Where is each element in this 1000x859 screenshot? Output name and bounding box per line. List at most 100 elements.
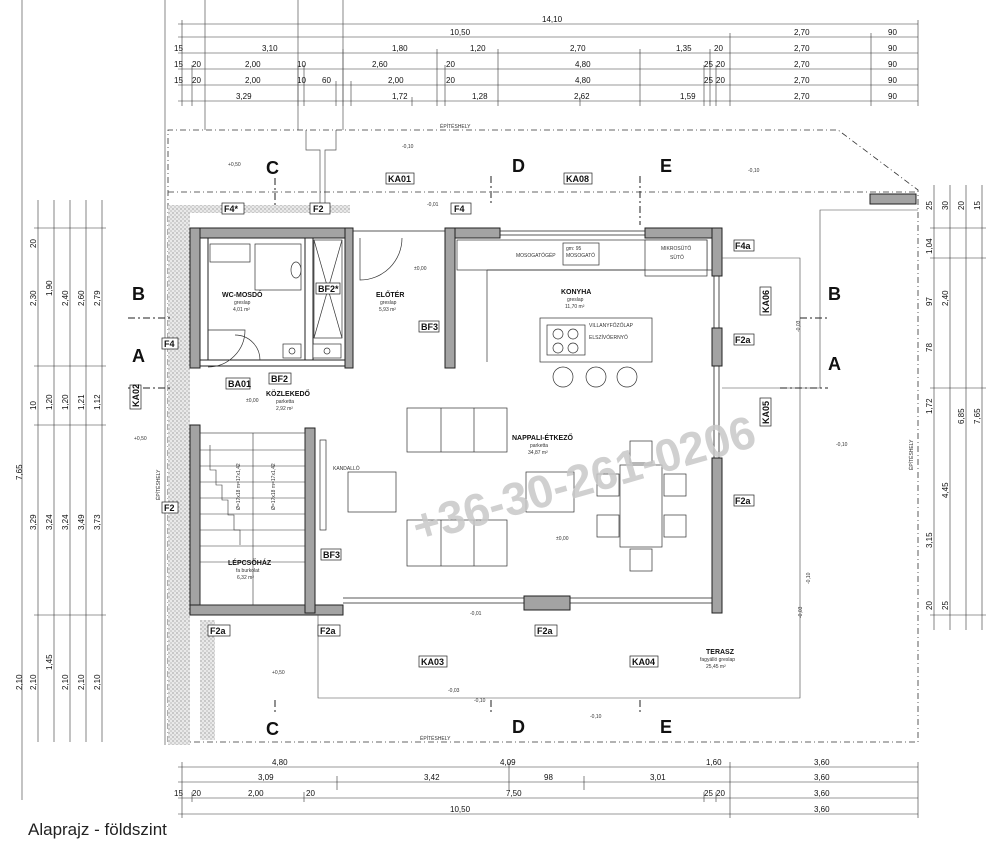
dim: 2,10 [29,674,38,690]
epitesi-hely-label: ÉPÍTÉSHELY [420,735,451,742]
glazing [343,230,720,604]
dim: 78 [925,343,934,352]
interior-walls [199,237,345,367]
tag-f2: F2 [313,204,324,214]
dim: 10 [29,401,38,410]
dim: 3,01 [650,773,666,782]
bottom-dimension-texts: 4,80 4,09 1,60 3,60 3,09 3,42 98 3,01 3,… [174,758,830,814]
room-kozlekedo-finish: parketta [276,399,294,405]
room-wc-name: WC-MOSDÓ [222,290,263,299]
section-e-bottom: E [660,717,672,737]
element-tags [129,172,772,668]
tag-f2a: F2a [210,626,227,636]
level-mark: -0,10 [806,572,812,584]
dim: 1,28 [472,92,488,101]
dim: 1,04 [925,238,934,254]
dim: 3,60 [814,758,830,767]
dim: 2,00 [248,789,264,798]
dim: 98 [544,773,553,782]
dim: 2,10 [77,674,86,690]
dim: 20 [716,60,725,69]
dim: 25 [925,201,934,210]
label-gm95: gm: 95 [566,246,582,252]
section-c-bottom: C [266,719,279,739]
label-mosogatogep: MOSOGATÓGÉP [516,252,556,259]
dim: 60 [322,76,331,85]
dim: 3,42 [424,773,440,782]
dim: 6,85 [957,408,966,424]
label-elszivo: ELSZÍVÓERNYŐ [589,334,628,341]
dim: 90 [888,76,897,85]
dim: 20 [29,239,38,248]
level-mark: ±0,00 [414,266,427,272]
label-kandallo: KANDALLÓ [333,465,360,472]
tag-ka01: KA01 [388,174,411,184]
room-terasz-name: TERASZ [706,649,735,656]
dim: 3,10 [262,44,278,53]
label-villanyfozo: VILLANYFŐZŐLAP [589,322,634,329]
dim: 20 [446,60,455,69]
dim: 3,24 [61,514,70,530]
dim: 1,72 [925,398,934,414]
room-labels: WC-MOSDÓ greslap 4,01 m² ELŐTÉR greslap … [222,289,735,670]
dim: 3,15 [925,532,934,548]
section-d-top: D [512,156,525,176]
room-nappali-area: 34,87 m² [528,450,548,456]
dim-total: 14,10 [542,15,563,24]
dim: 1,60 [706,758,722,767]
tag-f2a: F2a [735,496,752,506]
tag-bf3: BF3 [323,550,340,560]
dim: 3,60 [814,773,830,782]
dim: 1,20 [45,394,54,410]
dim: 4,09 [500,758,516,767]
dim: 15 [174,60,183,69]
dim: 15 [174,789,183,798]
dim: 1,72 [392,92,408,101]
right-dimension-texts: 25 30 20 15 1,04 97 2,40 78 1,72 6,85 7,… [925,201,982,610]
room-terasz-finish: fagyálló greslap [700,657,735,663]
stair-label-left: Ø=17x18 m=17x1,42 [236,463,242,510]
dim: 2,70 [794,60,810,69]
level-mark: ±0,00 [246,398,259,404]
top-dimension-texts: 14,10 10,50 2,70 90 15 3,10 1,80 1,20 2,… [174,15,897,101]
tag-f4: F4 [164,339,175,349]
level-mark: +0,50 [134,436,147,442]
dim: 2,70 [794,76,810,85]
label-mosogato: MOSOGATÓ [566,252,595,259]
level-marks: +0,50 -0,10 -0,01 ±0,00 ±0,00 ±0,00 -0,0… [134,144,848,720]
tag-bf3: BF3 [421,322,438,332]
label-mikrosuto: MIKROSÜTŐ [661,245,691,252]
right-dimension-chains [930,185,986,630]
level-mark: -0,10 [402,144,414,150]
tag-f2a: F2a [320,626,337,636]
dim: 20 [714,44,723,53]
dim: 90 [888,92,897,101]
dim: 7,50 [506,789,522,798]
dim: 2,79 [93,290,102,306]
dim: 2,00 [245,60,261,69]
room-nappali-finish: parketta [530,443,548,449]
section-a-right: A [828,354,841,374]
fixture-labels: gm: 95 MOSOGATÓGÉP MOSOGATÓ MIKROSÜTŐ SÜ… [333,245,691,472]
dim: 2,10 [61,674,70,690]
dim: 4,80 [575,60,591,69]
tag-ka06: KA06 [761,290,771,313]
dim: 20 [192,789,201,798]
epitesi-hely-label: ÉPÍTÉSHELY [908,439,915,470]
tag-ba01: BA01 [228,379,251,389]
tag-f4a: F4a [735,241,752,251]
section-labels: C C D D E E B B A A [132,156,841,739]
tag-f4-star: F4* [224,204,239,214]
section-a-left: A [132,346,145,366]
dim: 25 [704,60,713,69]
room-terasz-area: 25,45 m² [706,664,726,670]
stair [199,432,306,606]
dim: 4,45 [941,482,950,498]
room-konyha-area: 11,70 m² [565,304,585,310]
dim: 7,65 [973,408,982,424]
room-wc-area: 4,01 m² [233,307,250,313]
epitesi-hely-label: ÉPÍTÉSHELY [155,469,162,500]
dim: 20 [446,76,455,85]
level-mark: -0,01 [470,611,482,617]
